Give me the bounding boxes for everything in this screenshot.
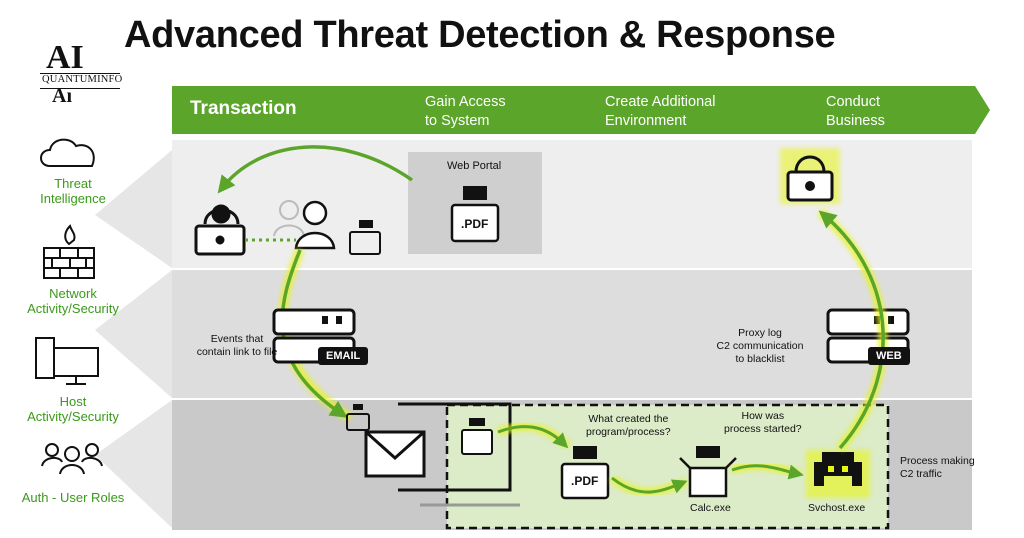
sidebar-chevron-1 — [95, 150, 172, 268]
arrow-pdf-to-calc — [611, 476, 688, 494]
arrow-calc-to-svchost — [731, 464, 804, 480]
email-badge: EMAIL — [318, 347, 369, 365]
portal-pdf-icon — [450, 186, 500, 243]
arrow-portal-to-attacker — [217, 145, 413, 194]
locked-attacker-icon — [786, 155, 834, 202]
sidebar-label-auth: Auth - User Roles — [21, 490, 125, 505]
faded-user-icon — [273, 200, 305, 237]
monitor-icon — [398, 402, 520, 507]
firewall-icon — [43, 224, 95, 279]
svg-text:Aı: Aı — [52, 85, 72, 104]
host-pdf-icon — [560, 446, 610, 500]
company-logo: AI Aı — [40, 42, 120, 104]
svg-text:AI: AI — [46, 42, 84, 76]
sidebar-chevron-3 — [95, 400, 172, 528]
infected-file-icon-1 — [349, 220, 381, 255]
banner-transaction: Transaction — [190, 98, 297, 119]
sidebar-chevron-2 — [95, 270, 172, 398]
attacker-icon — [194, 204, 246, 256]
page-title: Advanced Threat Detection & Response — [124, 14, 836, 56]
users-icon — [41, 443, 103, 475]
infected-file-icon-2 — [346, 404, 370, 431]
arrow-svchost-to-lock — [818, 210, 885, 450]
web-badge: WEB — [868, 347, 910, 365]
calc-label: Calc.exe — [690, 502, 731, 514]
portal-pdf-label: .PDF — [461, 217, 489, 231]
calc-box-icon — [679, 446, 737, 498]
arrow-file-to-pdf — [497, 425, 569, 449]
transaction-banner — [172, 86, 990, 134]
computer-icon — [35, 337, 99, 385]
svchost-invader-icon — [814, 452, 862, 486]
victim-user-icon — [294, 200, 336, 250]
envelope-icon — [364, 430, 426, 478]
cloud-icon — [40, 138, 95, 167]
svchost-label: Svchost.exe — [808, 502, 866, 514]
host-file-icon — [461, 418, 493, 455]
host-pdf-label: .PDF — [571, 474, 599, 488]
web-portal-label: Web Portal — [447, 160, 502, 172]
logo-text: QUANTUMINFO — [42, 74, 123, 85]
